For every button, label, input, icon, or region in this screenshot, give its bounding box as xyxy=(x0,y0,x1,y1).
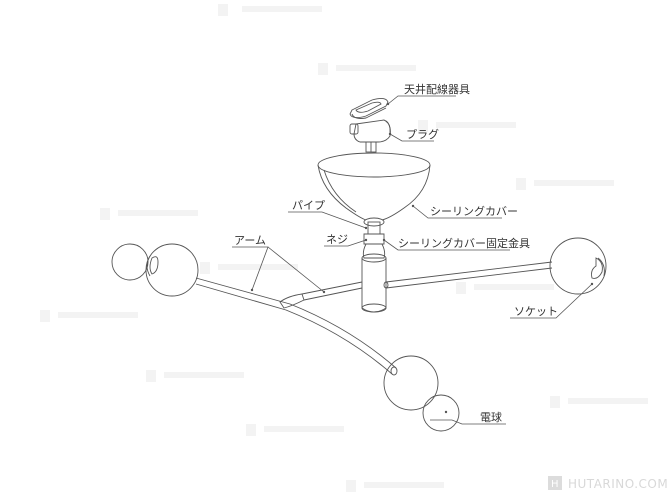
pipe-and-bracket xyxy=(361,221,387,313)
label-arm: アーム xyxy=(234,234,266,247)
bottom-globes xyxy=(383,355,460,432)
ceiling-cover xyxy=(317,152,431,227)
left-arm xyxy=(195,277,398,376)
watermark-text: HUTARINO.COM xyxy=(568,477,667,491)
label-ceiling-cover: シーリングカバー xyxy=(430,204,518,218)
watermark: H HUTARINO.COM xyxy=(548,476,667,491)
leader-lines xyxy=(232,95,593,425)
label-screw: ネジ xyxy=(326,233,348,246)
right-globe xyxy=(549,237,607,295)
label-plug: プラグ xyxy=(406,127,439,141)
label-bulb: 電球 xyxy=(480,410,502,424)
right-arm xyxy=(383,261,553,289)
ceiling-wiring-device xyxy=(349,97,389,119)
plug xyxy=(349,119,391,153)
label-socket: ソケット xyxy=(514,305,558,318)
svg-text:H: H xyxy=(551,479,559,490)
left-globes xyxy=(111,243,199,297)
label-ceiling-wiring-device: 天井配線器具 xyxy=(404,82,470,96)
label-ceiling-cover-bracket: シーリングカバー固定金具 xyxy=(398,236,530,250)
leader-arrowheads xyxy=(250,102,594,414)
h-logo-icon xyxy=(548,476,562,490)
label-pipe: パイプ xyxy=(292,199,325,212)
background-ghost-watermarks xyxy=(40,4,648,492)
